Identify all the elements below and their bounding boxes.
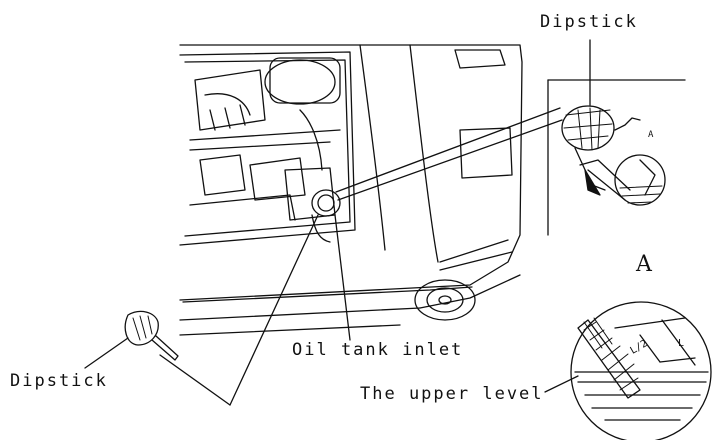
- dipstick-cap-illustration: [124, 310, 179, 361]
- generator-body: [179, 44, 523, 336]
- detail-a-frame: [547, 39, 686, 236]
- label-leader-lines: [84, 214, 579, 406]
- upper-level-label: The upper level: [360, 384, 544, 404]
- detail-leader-lines: [335, 107, 563, 201]
- detail-a-marker-small: A: [648, 130, 654, 140]
- dipstick-label-top: Dipstick: [540, 12, 638, 32]
- oil-tank-inlet-label: Oil tank inlet: [292, 340, 464, 360]
- detail-level-circle: [570, 301, 712, 440]
- dipstick-label-left: Dipstick: [10, 371, 108, 391]
- oil-tank-inlet-cap: [311, 189, 341, 217]
- wheel: [414, 279, 476, 321]
- length-marker: L: [678, 338, 685, 349]
- detail-a-marker: A: [636, 252, 652, 277]
